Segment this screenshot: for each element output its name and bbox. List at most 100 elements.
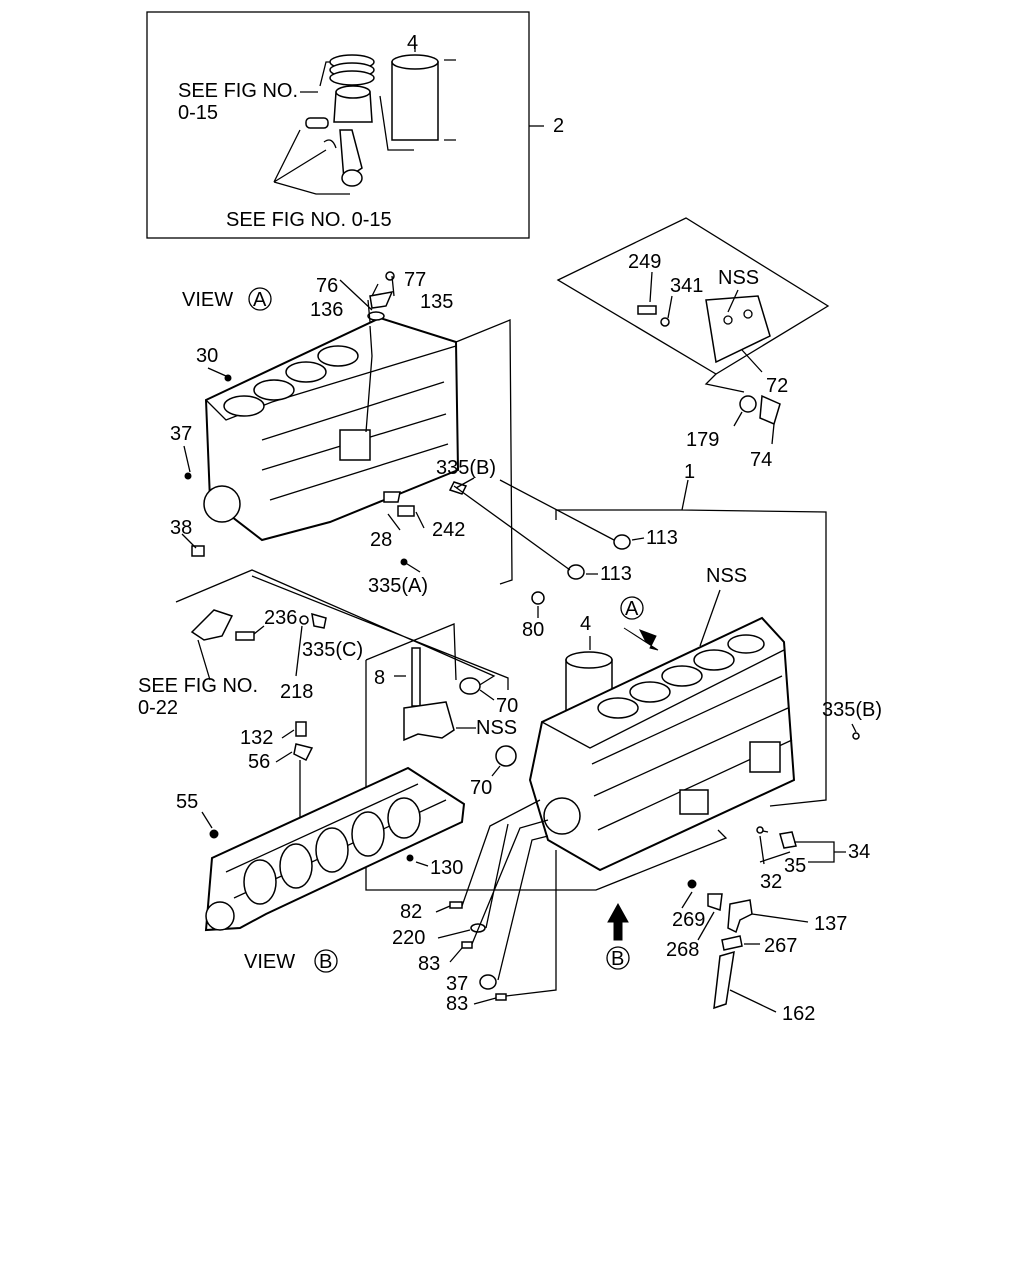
pin-83b: [495, 993, 507, 1001]
callout-56: 56: [248, 751, 270, 773]
callout-38: 38: [170, 517, 192, 539]
callout-72: 72: [766, 375, 788, 397]
callout-267: 267: [764, 935, 797, 957]
marker-b-circle: [606, 946, 630, 970]
fitting-28: [383, 491, 401, 503]
callout-8: 8: [374, 667, 385, 689]
bearing-cap: [403, 701, 455, 742]
bore: [285, 361, 327, 383]
callout-236: 236: [264, 607, 297, 629]
view-b-circle: [314, 949, 338, 973]
inset-border: [146, 11, 530, 239]
bolt-74: [759, 394, 781, 426]
rod-bearing: [323, 139, 337, 149]
bolt-249: [637, 305, 657, 315]
callout-242: 242: [432, 519, 465, 541]
inset-ref-top-num: 0-15: [178, 102, 218, 124]
cover-plate: [705, 295, 771, 364]
liner-top: [391, 54, 439, 70]
block-port: [339, 429, 371, 461]
hose-162: [713, 950, 735, 1010]
plug-335b-right: [852, 732, 860, 740]
bolt-335c: [311, 612, 327, 629]
marker-a-letter: A: [625, 598, 639, 620]
piston-ring: [329, 70, 375, 86]
callout-335b-right: 335(B): [822, 699, 882, 721]
elbow-137: [727, 899, 753, 934]
cap-135: [369, 291, 394, 309]
bore: [629, 681, 671, 703]
fitting-268: [707, 893, 723, 912]
cylinder-liner: [391, 61, 439, 141]
piston-pin: [305, 117, 329, 129]
bracket-56: [293, 743, 314, 762]
view-a-arrow: [623, 627, 659, 651]
callout-130: 130: [430, 857, 463, 879]
bore: [253, 379, 295, 401]
bolt-132: [295, 721, 307, 737]
callout-37-bottom: 37: [446, 973, 468, 995]
plug-80: [531, 591, 545, 605]
washer-218: [299, 615, 309, 625]
callout-1: 1: [684, 461, 695, 483]
callout-137: 137: [814, 913, 847, 935]
callout-76: 76: [316, 275, 338, 297]
callout-55: 55: [176, 791, 198, 813]
callout-32: 32: [760, 871, 782, 893]
callout-nss-cover: NSS: [718, 267, 759, 289]
block-end-bore: [203, 485, 241, 523]
cover-group-frame: [556, 217, 830, 375]
block-main-end-bore: [543, 797, 581, 835]
thrust-washer-70b: [495, 745, 517, 767]
callout-70a: 70: [496, 695, 518, 717]
view-a-label: VIEW: [182, 289, 233, 311]
callout-341: 341: [670, 275, 703, 297]
see-fig-022: SEE FIG NO.: [138, 675, 258, 697]
plug-35: [779, 831, 797, 849]
callout-30: 30: [196, 345, 218, 367]
callout-113b: 113: [600, 563, 632, 585]
callout-220: 220: [392, 927, 425, 949]
pin-83a: [461, 941, 473, 949]
bolt-242: [397, 505, 415, 517]
callout-218: 218: [280, 681, 313, 703]
plug-55: [209, 829, 219, 839]
pin-82: [449, 901, 463, 909]
crank-bore: [387, 797, 421, 839]
plug-130: [406, 854, 414, 862]
callout-83a: 83: [418, 953, 440, 975]
view-b-letter: B: [319, 951, 332, 973]
bracket-236: [190, 609, 234, 641]
seal-113a: [613, 534, 631, 550]
connecting-rod: [339, 129, 363, 182]
inset-ref-top: SEE FIG NO.: [178, 80, 298, 102]
view-b-block: 236 335(C) 218 SEE FIG NO. 0-22 8 NSS 70…: [138, 569, 728, 973]
cover-group: 249 341 NSS 72 179 74: [556, 217, 830, 471]
piston-inset: SEE FIG NO. 0-15 SEE FIG NO. 0-15 4 2: [146, 11, 564, 239]
block-b-end-bore: [205, 901, 235, 931]
view-a-circle: [248, 287, 272, 311]
bore: [727, 634, 765, 654]
bore: [317, 345, 359, 367]
bore: [223, 395, 265, 417]
callout-nss-block: NSS: [706, 565, 747, 587]
callout-268: 268: [666, 939, 699, 961]
view-b-arrow: [607, 902, 629, 941]
bore: [661, 665, 703, 687]
washer-179: [739, 395, 757, 413]
liner-main-top: [565, 651, 613, 669]
callout-269: 269: [672, 909, 705, 931]
crank-bore: [279, 843, 313, 889]
inset-ref-bottom: SEE FIG NO. 0-15: [226, 209, 392, 231]
plug-30: [224, 374, 232, 382]
rod-big-end: [341, 169, 363, 187]
callout-335b-top: 335(B): [436, 457, 496, 479]
washer-341: [660, 317, 670, 327]
callout-70b: 70: [470, 777, 492, 799]
view-a-letter: A: [253, 289, 267, 311]
plug-37-bottom: [479, 974, 497, 990]
callout-35: 35: [784, 855, 806, 877]
plug-37: [184, 472, 192, 480]
view-a-block: VIEW A 30 76 77 136 135 37 38: [170, 269, 513, 597]
